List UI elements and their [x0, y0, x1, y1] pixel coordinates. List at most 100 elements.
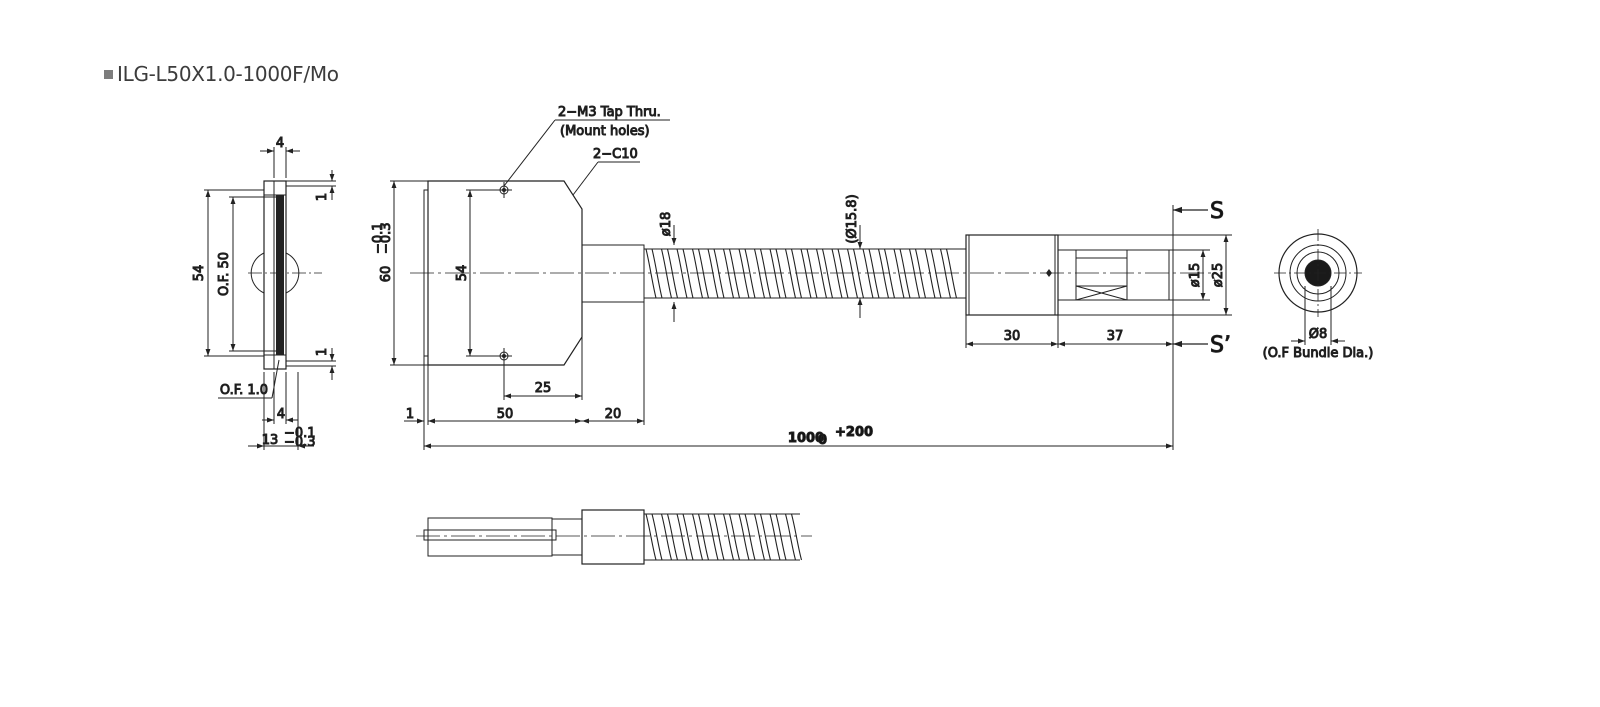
dim-ferrule-diameter: ø25	[1211, 263, 1226, 288]
tol-front-height-lower: −0.3	[379, 222, 394, 254]
hose-coil	[759, 513, 772, 561]
tol-front-height-upper: −0.1	[371, 222, 386, 254]
hose-coil	[738, 248, 750, 299]
hose-coil	[744, 513, 756, 561]
hose-coil	[707, 513, 719, 561]
hose-coil	[852, 248, 865, 299]
hose-coil	[939, 248, 952, 299]
dim-side-step-top: 1	[315, 193, 330, 201]
side-view: 4 54 O.F. 50 1 1 O.F. 1.0 4 13 −0.1 −0.3	[192, 136, 336, 451]
hose-coil	[728, 513, 741, 561]
hose-coil	[775, 248, 787, 299]
hose-coil	[775, 513, 787, 561]
top-view	[416, 509, 812, 565]
hose-coil	[697, 513, 710, 561]
dim-side-bottom: 4	[277, 407, 285, 422]
hose-coil	[877, 248, 890, 299]
hose-coil	[660, 513, 673, 561]
dim-front-head: 50	[497, 407, 514, 422]
hose-coil	[883, 248, 896, 299]
hose-coil	[908, 248, 921, 299]
hose-coil	[930, 248, 942, 299]
tol-side-total-lower: −0.3	[284, 435, 316, 450]
tol-overall-length-lower: 0	[818, 433, 827, 448]
section-label-s-prime: S’	[1210, 333, 1231, 358]
hose-coil	[738, 513, 750, 561]
tol-side-total-upper: −0.1	[284, 426, 316, 441]
dim-side-of: O.F. 50	[217, 252, 232, 296]
dim-side-of-thickness: O.F. 1.0	[220, 383, 268, 398]
front-view: 2−M3 Tap Thru. (Mount holes) 2−C10 60 −0…	[371, 105, 1232, 450]
hose-coil	[744, 248, 756, 299]
hose-coil	[831, 248, 843, 299]
hose-coil	[899, 248, 911, 299]
hose-coil	[651, 513, 663, 561]
dim-front-neck: 20	[605, 407, 622, 422]
hose-coil	[753, 513, 766, 561]
hose-coil	[676, 513, 688, 561]
hose-coil	[759, 248, 772, 299]
hose-coil	[815, 248, 828, 299]
hose-coil	[893, 248, 905, 299]
dim-ferrule-length: 30	[1004, 329, 1021, 344]
hose-coil	[713, 248, 725, 299]
end-view: Ø8 (O.F Bundle Dia.)	[1262, 229, 1374, 362]
hose-coil	[660, 248, 673, 299]
title-bullet-icon	[104, 69, 113, 79]
hose-coil	[945, 248, 958, 299]
hose-coil	[784, 513, 797, 561]
callout-chamfer: 2−C10	[593, 147, 638, 162]
dim-side-total: 13	[262, 433, 279, 448]
hose-coil	[676, 248, 688, 299]
dim-neck-diameter: ø18	[659, 212, 674, 237]
hose-coil	[682, 513, 694, 561]
hose-coil	[707, 248, 719, 299]
hose-coil	[722, 513, 735, 561]
hose-coil	[846, 248, 859, 299]
hose-coil	[806, 248, 818, 299]
dim-side-height: 54	[192, 265, 207, 282]
hose-coil	[800, 248, 812, 299]
dim-side-step-bottom: 1	[315, 348, 330, 356]
dim-tip-length: 37	[1107, 329, 1124, 344]
hose-coil	[691, 248, 704, 299]
hose-coil	[868, 248, 880, 299]
hose-coil	[753, 248, 766, 299]
hose-coil	[651, 248, 663, 299]
dim-front-flange: 1	[406, 407, 414, 422]
dim-tip-diameter: ø15	[1188, 263, 1203, 288]
callout-tap-thru: 2−M3 Tap Thru.	[558, 105, 661, 120]
model-number: ILG-L50X1.0-1000F/Mo	[117, 62, 339, 86]
dim-front-height: 60	[379, 266, 394, 283]
dim-hose-diameter: (Ø15.8)	[845, 194, 860, 243]
hose-coil	[837, 248, 849, 299]
bundle-note: (O.F Bundle Dia.)	[1263, 346, 1374, 361]
hose-coil	[769, 513, 781, 561]
hose-coil	[713, 513, 725, 561]
hose-coil	[682, 248, 694, 299]
hose-coil	[722, 248, 735, 299]
hose-coil	[645, 513, 657, 561]
hose-coil	[790, 248, 803, 299]
hose-coil	[790, 513, 803, 561]
hose-coil	[924, 248, 936, 299]
dim-overall-length: 1000	[788, 431, 824, 446]
hose-coil	[784, 248, 797, 299]
dim-bundle-diameter: Ø8	[1309, 327, 1328, 342]
dim-side-top: 4	[276, 136, 284, 151]
tol-overall-length-upper: +200	[835, 425, 873, 440]
hose-coil	[769, 248, 781, 299]
section-label-s: S	[1210, 199, 1224, 224]
hose-coil	[821, 248, 834, 299]
drawing-title: ILG-L50X1.0-1000F/Mo	[104, 62, 339, 86]
hose-coil	[862, 248, 874, 299]
hose-coil	[691, 513, 704, 561]
callout-mount-holes: (Mount holes)	[560, 124, 650, 139]
hose-coil	[666, 248, 679, 299]
hose-coil	[697, 248, 710, 299]
spiral-hose	[644, 248, 966, 299]
hose-coil	[645, 248, 657, 299]
hose-coil	[914, 248, 927, 299]
dim-front-hole-offset: 25	[535, 381, 552, 396]
